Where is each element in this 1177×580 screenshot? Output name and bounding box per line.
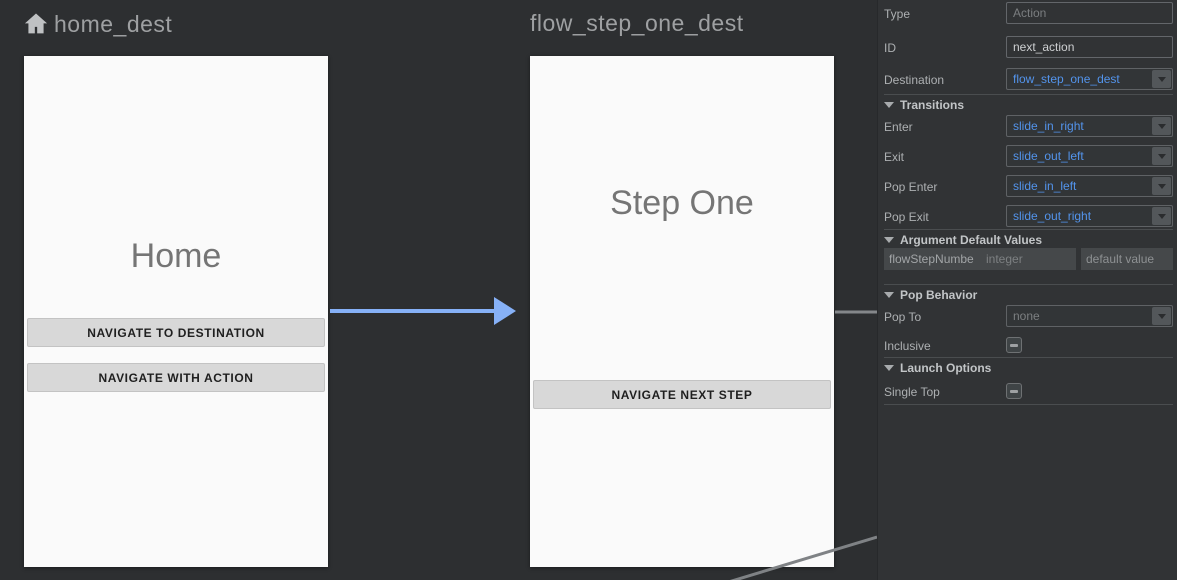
inclusive-checkbox[interactable] (1006, 337, 1022, 353)
screen-title: Home (130, 237, 222, 275)
navigate-to-destination-button[interactable]: NAVIGATE TO DESTINATION (27, 318, 325, 347)
chevron-down-icon (1157, 153, 1166, 159)
destination-preview-step-one[interactable]: Step One NAVIGATE NEXT STEP (530, 56, 834, 567)
section-divider (884, 94, 1173, 95)
single-top-checkbox[interactable] (1006, 383, 1022, 399)
pop-exit-transition-dropdown[interactable]: slide_out_right (1006, 205, 1173, 227)
action-edge-arrowhead (494, 297, 516, 325)
indeterminate-dash-icon (1010, 343, 1018, 347)
destination-preview-home[interactable]: Home NAVIGATE TO DESTINATION NAVIGATE WI… (24, 56, 328, 567)
destination-label: flow_step_one_dest (530, 10, 744, 36)
transitions-section-header[interactable]: Transitions (884, 98, 964, 112)
collapse-triangle-icon (884, 365, 894, 371)
destination-header-home[interactable]: home_dest (22, 10, 172, 38)
pop-enter-label: Pop Enter (884, 180, 938, 194)
destination-label: home_dest (54, 10, 173, 37)
pop-to-dropdown[interactable]: none (1006, 305, 1173, 327)
id-label: ID (884, 41, 896, 55)
pop-behavior-section-header[interactable]: Pop Behavior (884, 288, 977, 302)
graph-canvas[interactable]: home_dest flow_step_one_dest Home NAVIGA… (0, 0, 877, 580)
exit-transition-dropdown[interactable]: slide_out_left (1006, 145, 1173, 167)
section-divider (884, 404, 1173, 405)
pop-enter-transition-dropdown[interactable]: slide_in_left (1006, 175, 1173, 197)
chevron-down-icon (1157, 183, 1166, 189)
chevron-down-icon (1157, 213, 1166, 219)
section-divider (884, 229, 1173, 230)
indeterminate-dash-icon (1010, 389, 1018, 393)
launch-options-section-header[interactable]: Launch Options (884, 361, 991, 375)
pop-to-label: Pop To (884, 310, 922, 324)
navigate-with-action-button[interactable]: NAVIGATE WITH ACTION (27, 363, 325, 392)
collapse-triangle-icon (884, 102, 894, 108)
properties-panel: Type ID Destination flow_step_one_dest T… (877, 0, 1177, 580)
argument-name-cell: flowStepNumbe (884, 248, 981, 270)
collapse-triangle-icon (884, 292, 894, 298)
argument-default-value-field[interactable]: default value (1081, 248, 1173, 270)
home-icon (24, 13, 48, 34)
section-divider (884, 284, 1173, 285)
collapse-triangle-icon (884, 237, 894, 243)
enter-label: Enter (884, 120, 913, 134)
destination-dropdown-value: flow_step_one_dest (1013, 72, 1120, 86)
type-input[interactable] (1006, 2, 1173, 24)
destination-header-step-one[interactable]: flow_step_one_dest (530, 10, 744, 37)
exit-label: Exit (884, 150, 905, 164)
chevron-down-icon (1157, 123, 1166, 129)
argument-type-cell: integer (981, 248, 1076, 270)
chevron-down-icon (1157, 313, 1166, 319)
chevron-down-icon (1157, 76, 1166, 82)
section-divider (884, 357, 1173, 358)
id-input[interactable] (1006, 36, 1173, 58)
argument-defaults-section-header[interactable]: Argument Default Values (884, 233, 1042, 247)
destination-dropdown[interactable]: flow_step_one_dest (1006, 68, 1173, 90)
navigate-next-step-button[interactable]: NAVIGATE NEXT STEP (533, 380, 831, 409)
pop-exit-label: Pop Exit (884, 210, 929, 224)
single-top-label: Single Top (884, 385, 940, 399)
inclusive-label: Inclusive (884, 339, 931, 353)
destination-field-label: Destination (884, 73, 945, 87)
screen-title: Step One (610, 184, 754, 222)
type-label: Type (884, 7, 911, 21)
enter-transition-dropdown[interactable]: slide_in_right (1006, 115, 1173, 137)
